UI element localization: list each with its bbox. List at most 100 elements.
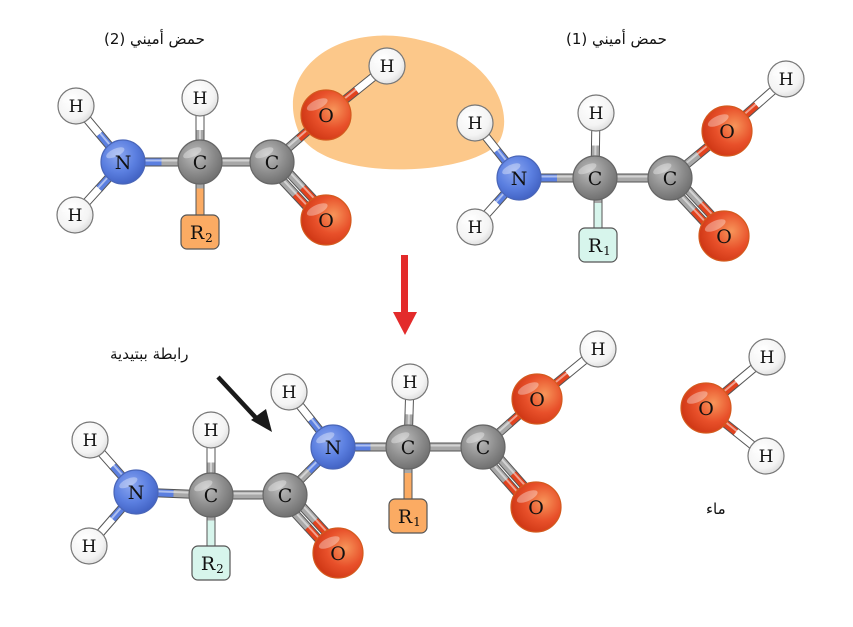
atom-symbol: O [528,497,544,519]
atom-sphere [456,208,494,246]
atom-h: H [579,330,617,368]
r-group-box [578,227,618,263]
atom-h: H [747,437,785,475]
atom-symbol: H [589,104,604,124]
atom-shine [106,147,125,159]
atom-shine [517,382,539,395]
atom-o: O [680,382,732,434]
atom-symbol: O [318,210,334,232]
atom-symbol: C [588,168,603,190]
atom-h: H [71,421,109,459]
atom-sphere [391,363,429,401]
atom-shine [391,432,410,444]
atom-o: O [511,373,563,425]
atom-symbol: O [529,389,545,411]
atom-symbol: C [193,152,208,174]
atom-shine [772,66,788,76]
atom-n: N [496,155,542,201]
atom-h: H [577,94,615,132]
atom-sphere [310,424,356,470]
atom-o: O [300,194,352,246]
atom-symbol: C [265,152,280,174]
atom-shine [197,417,213,427]
atom-symbol: O [716,226,732,248]
atom-symbol: H [83,431,98,451]
atom-symbol: N [325,437,342,459]
r-group-symbol: R [398,506,413,528]
atom-shine [752,443,768,453]
atom-shine [461,110,477,120]
amino-acid-2-label: حمض أميني (2) [104,30,205,48]
atom-shine [516,490,538,503]
atom-symbol: H [403,373,418,393]
atom-sphere [177,139,223,185]
atom-sphere [56,196,94,234]
atom-o: O [300,89,352,141]
atom-shine [707,114,729,127]
atom-shine [396,369,412,379]
r-group-subscript: 1 [603,244,611,258]
atom-symbol: H [193,89,208,109]
atom-shine [316,432,335,444]
atom-sphere [456,104,494,142]
atom-sphere [460,424,506,470]
atom-sphere [511,373,563,425]
atom-symbol: H [760,348,775,368]
r-group-box [180,214,220,250]
atom-shine [76,427,92,437]
atom-h: H [456,208,494,246]
atom-symbol: H [468,218,483,238]
atom-sphere [312,527,364,579]
atom-h: H [270,373,308,411]
atom-h: H [748,338,786,376]
r-group-subscript: 2 [216,562,224,576]
atom-symbol: O [318,105,334,127]
atom-symbol: O [330,543,346,565]
atom-h: H [70,527,108,565]
reaction-arrow-head [393,312,417,335]
atom-c: C [572,155,618,201]
atom-sphere [181,79,219,117]
atom-sphere [71,421,109,459]
r-group-subscript: 2 [205,231,213,245]
atom-n: N [100,139,146,185]
atom-sphere [747,437,785,475]
atom-symbol: O [698,398,714,420]
atom-sphere [113,469,159,515]
atom-symbol: H [204,421,219,441]
r-group-symbol: R [190,222,205,244]
atom-shine [275,379,291,389]
atom-shine [584,336,600,346]
atom-shine [75,533,91,543]
atom-sphere [767,60,805,98]
atom-shine [62,93,78,103]
atom-sphere [249,139,295,185]
atom-shine [466,432,485,444]
amino-acid-1-label: حمض أميني (1) [566,30,667,48]
atom-sphere [300,194,352,246]
atom-symbol: H [591,340,606,360]
atom-shine [306,203,328,216]
atom-shine [194,480,213,492]
r-group-symbol: R [588,235,603,257]
atom-o: O [698,210,750,262]
atom-shine [653,163,672,175]
atom-shine [186,85,202,95]
atom-shine [306,98,328,111]
atom-sphere [192,411,230,449]
atom-symbol: C [476,437,491,459]
atom-c: C [385,424,431,470]
atom-c: C [249,139,295,185]
atom-c: C [188,472,234,518]
atom-n: N [310,424,356,470]
reaction-arrow-shaft [401,255,408,313]
atom-shine [704,219,726,232]
atom-h: H [368,47,406,85]
atom-symbol: C [204,485,219,507]
atom-sphere [270,373,308,411]
r-group-subscript: 1 [413,515,421,529]
